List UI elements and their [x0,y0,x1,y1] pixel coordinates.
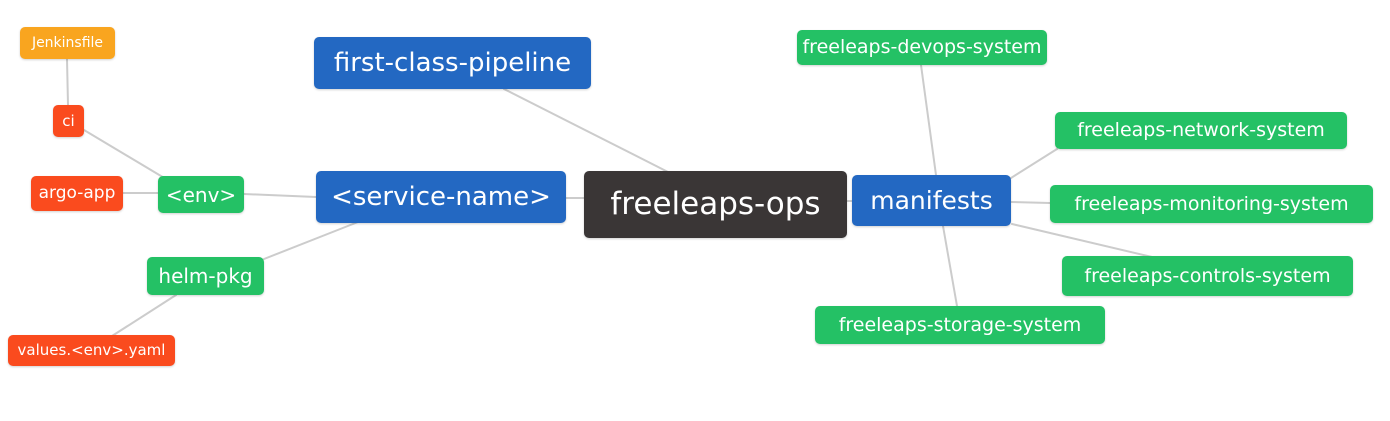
node-env[interactable]: <env> [158,176,244,213]
edge-env-service-name [243,193,317,198]
edge-jenkinsfile-ci [66,58,69,106]
node-freeleaps-devops-system[interactable]: freeleaps-devops-system [797,30,1047,65]
edge-manifests-storage [942,225,958,307]
node-values-env-yaml[interactable]: values.<env>.yaml [8,335,175,366]
edge-manifests-monitoring [1010,201,1051,204]
node-helm-pkg[interactable]: helm-pkg [147,257,264,295]
node-freeleaps-monitoring-system[interactable]: freeleaps-monitoring-system [1050,185,1373,223]
node-freeleaps-controls-system[interactable]: freeleaps-controls-system [1062,256,1353,296]
edge-manifests-devops [920,64,937,176]
node-argo-app[interactable]: argo-app [31,176,123,211]
node-manifests[interactable]: manifests [852,175,1011,226]
edge-pipeline-ops [503,88,669,173]
node-ci[interactable]: ci [53,105,84,137]
node-freeleaps-storage-system[interactable]: freeleaps-storage-system [815,306,1105,344]
edge-helm-pkg-service-name [263,221,359,260]
edge-helm-pkg-values [111,294,177,337]
edge-manifests-network [1010,148,1058,179]
node-first-class-pipeline[interactable]: first-class-pipeline [314,37,591,89]
edge-manifests-controls [1011,223,1153,258]
node-service-name[interactable]: <service-name> [316,171,566,223]
node-jenkinsfile[interactable]: Jenkinsfile [20,27,115,59]
node-freeleaps-ops[interactable]: freeleaps-ops [584,171,847,238]
node-freeleaps-network-system[interactable]: freeleaps-network-system [1055,112,1347,149]
edge-ci-env [83,129,167,180]
